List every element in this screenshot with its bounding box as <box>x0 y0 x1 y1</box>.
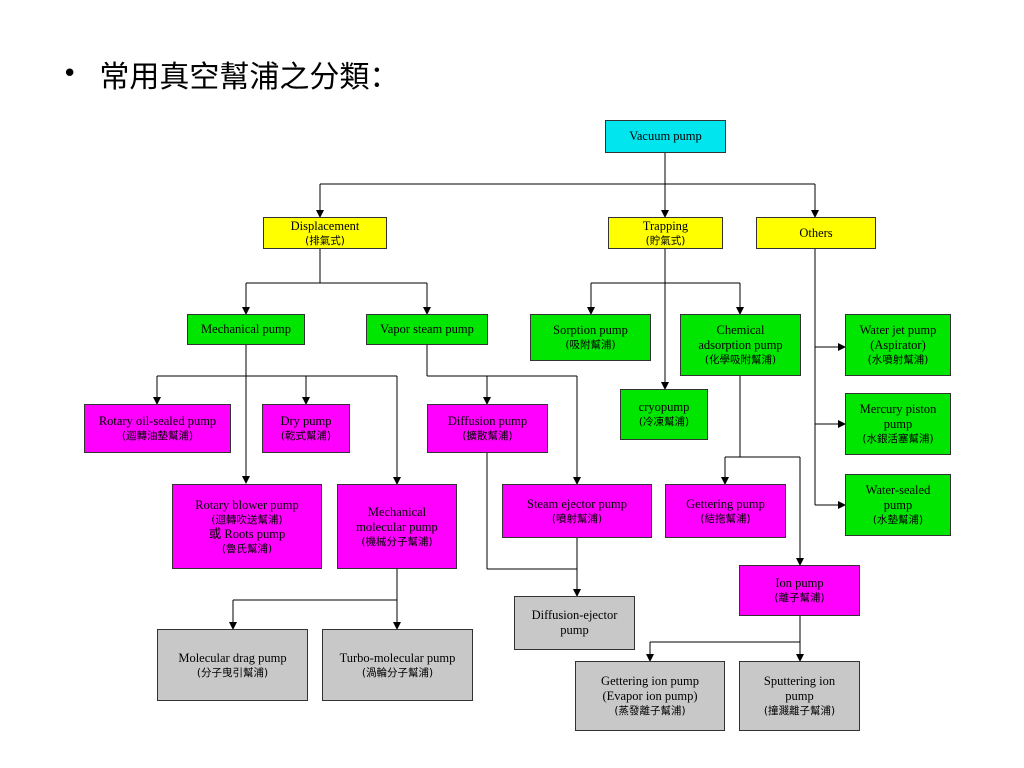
node-label-line: (貯氣式) <box>645 234 686 247</box>
node-label-line: Mercury piston <box>859 402 937 416</box>
node-label-line: pump <box>560 623 589 637</box>
node-label-line: (離子幫浦) <box>774 592 825 604</box>
node-label-line: (渦輪分子幫浦) <box>361 666 434 679</box>
node-label-line: 或 Roots pump <box>208 526 286 541</box>
node-steam-ejector-pump: Steam ejector pump(噴射幫浦) <box>502 484 652 538</box>
node-dry-pump: Dry pump (乾式幫浦) <box>262 404 350 453</box>
node-trapping: Trapping(貯氣式) <box>608 217 723 249</box>
node-label-line: Vacuum pump <box>629 129 702 143</box>
node-label-line: Dry pump <box>280 414 332 428</box>
node-gettering-pump: Gettering pump(結拖幫浦) <box>665 484 786 538</box>
node-label-line: (冷凍幫浦) <box>638 416 690 428</box>
node-diffusion-pump: Diffusion pump (擴散幫浦) <box>427 404 548 453</box>
node-vacuum-pump: Vacuum pump <box>605 120 726 153</box>
node-label-line: (排氣式) <box>305 234 345 247</box>
node-vapor-steam-pump: Vapor steam pump <box>366 314 488 345</box>
node-molecular-drag-pump: Molecular drag pump(分子曳引幫浦) <box>157 629 308 701</box>
node-label-line: (噴射幫浦) <box>551 512 603 525</box>
node-label-line: (機械分子幫浦) <box>361 535 433 548</box>
node-ion-pump: Ion pump (離子幫浦) <box>739 565 860 616</box>
slide-title: 常用真空幫浦之分類： <box>99 60 400 95</box>
node-gettering-ion-pump: Gettering ion pump(Evapor ion pump) (蒸發離子… <box>575 661 725 731</box>
node-label-line: Trapping <box>642 218 689 233</box>
node-label-line: (水噴射幫浦) <box>867 354 929 366</box>
node-label-line: Water-sealed <box>865 483 931 497</box>
slide-heading: • 常用真空幫浦之分類： <box>62 52 399 96</box>
node-label-line: pump <box>883 498 913 512</box>
node-label-line: Mechanical pump <box>201 322 291 336</box>
node-label-line: molecular pump <box>356 519 438 534</box>
node-label-line: Sputtering ion <box>763 674 836 688</box>
node-label-line: (魯氏幫浦) <box>221 542 273 555</box>
node-label-line: pump <box>883 417 913 431</box>
node-label-line: Mechanical <box>367 504 427 519</box>
node-label-line: (水墊幫浦) <box>872 514 924 526</box>
node-label-line: (結拖幫浦) <box>700 512 751 525</box>
node-label-line: (迴轉吹送幫浦) <box>211 513 283 526</box>
node-label-line: Gettering ion pump <box>601 674 699 688</box>
node-label-line: Rotary oil-sealed pump <box>98 414 217 428</box>
node-label-line: cryopump <box>638 400 690 414</box>
node-label-line: Diffusion pump <box>447 414 528 428</box>
node-others: Others <box>756 217 876 249</box>
node-label-line: (迴轉油墊幫浦) <box>121 430 194 442</box>
node-label-line: adsorption pump <box>698 338 783 352</box>
node-turbo-molecular-pump: Turbo-molecular pump(渦輪分子幫浦) <box>322 629 473 701</box>
node-label-line: Water jet pump <box>859 323 937 337</box>
node-label-line: (乾式幫浦) <box>280 430 332 442</box>
bullet-glyph: • <box>62 59 78 89</box>
node-label-line: Others <box>799 225 833 240</box>
node-label-line: Turbo-molecular pump <box>339 650 456 665</box>
node-label-line: (蒸發離子幫浦) <box>614 705 686 717</box>
node-label-line: pump <box>785 689 814 703</box>
node-label-line: (Evapor ion pump) <box>602 689 698 703</box>
node-label-line: Steam ejector pump <box>527 496 627 511</box>
node-label-line: Sorption pump <box>553 323 628 337</box>
node-label-line: Vapor steam pump <box>380 322 474 336</box>
node-sorption-pump: Sorption pump (吸附幫浦) <box>530 314 651 361</box>
node-label-line: (撞濺離子幫浦) <box>763 705 836 717</box>
node-label-line: Chemical <box>716 323 765 337</box>
node-label-line: Molecular drag pump <box>178 650 287 665</box>
node-rotary-blower-pump: Rotary blower pump(迴轉吹送幫浦)或 Roots pump(魯… <box>172 484 322 569</box>
node-rotary-oil-sealed-pump: Rotary oil-sealed pump (迴轉油墊幫浦) <box>84 404 231 453</box>
node-cryopump: cryopump (冷凍幫浦) <box>620 389 708 440</box>
node-label-line: Ion pump <box>775 576 824 590</box>
node-label-line: Gettering pump <box>686 496 765 511</box>
node-water-jet-pump: Water jet pump(Aspirator) (水噴射幫浦) <box>845 314 951 376</box>
node-label-line: (化學吸附幫浦) <box>704 354 777 366</box>
node-label-line: Diffusion-ejector <box>531 608 618 622</box>
node-label-line: (擴散幫浦) <box>462 430 513 442</box>
node-label-line: (Aspirator) <box>870 338 926 352</box>
node-label-line: Displacement <box>290 218 360 233</box>
node-label-line: (水銀活塞幫浦) <box>862 433 934 445</box>
node-label-line: Rotary blower pump <box>195 497 299 512</box>
node-mechanical-pump: Mechanical pump <box>187 314 305 345</box>
node-displacement: Displacement(排氣式) <box>263 217 387 249</box>
node-label-line: (吸附幫浦) <box>565 339 616 351</box>
node-label-line: (分子曳引幫浦) <box>196 666 269 679</box>
